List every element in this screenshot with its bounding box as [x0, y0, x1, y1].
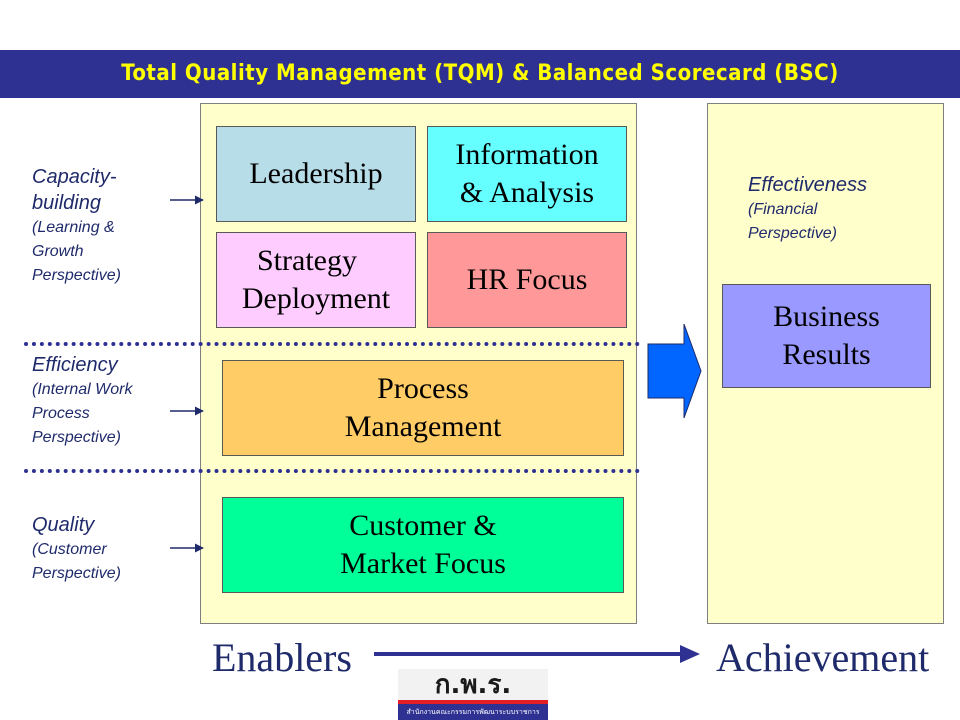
- separator-line-lower: [24, 469, 640, 473]
- capacity-main-line1: Capacity-: [32, 166, 117, 188]
- enablers-label: Enablers: [212, 635, 352, 680]
- logo-letters: ก.พ.ร.: [434, 670, 512, 700]
- quality-sub-line2: Perspective): [32, 565, 121, 582]
- strategy-label-line1: Strategy: [257, 244, 357, 277]
- efficiency-sub-line1: (Internal Work: [32, 381, 133, 398]
- process-label-line2: Management: [344, 410, 502, 443]
- strategy-label-line2: Deployment: [241, 282, 391, 315]
- capacity-sub-line1: (Learning &: [32, 219, 115, 236]
- title-bar: [0, 50, 960, 98]
- business-results-box: Business Results: [722, 284, 931, 388]
- separator-line-upper: [24, 342, 640, 346]
- process-label-line1: Process: [377, 372, 469, 405]
- opdc-logo: ก.พ.ร. สำนักงานคณะกรรมการพัฒนาระบบราชการ: [398, 669, 548, 720]
- efficiency-label: Efficiency (Internal Work Process Perspe…: [32, 352, 202, 450]
- leadership-box: Leadership: [216, 126, 416, 222]
- customer-label-line1: Customer &: [349, 509, 497, 542]
- block-arrow: [647, 323, 702, 419]
- logo-caption-band: สำนักงานคณะกรรมการพัฒนาระบบราชการ: [398, 704, 548, 720]
- customer-market-box: Customer & Market Focus: [222, 497, 624, 593]
- hr-focus-box: HR Focus: [427, 232, 627, 328]
- quality-main: Quality: [32, 514, 95, 536]
- achievement-label: Achievement: [716, 635, 930, 680]
- business-label-line1: Business: [773, 300, 880, 333]
- effectiveness-main: Effectiveness: [748, 174, 867, 196]
- quality-label: Quality (Customer Perspective): [32, 512, 202, 586]
- efficiency-main: Efficiency: [32, 354, 118, 376]
- logo-caption: สำนักงานคณะกรรมการพัฒนาระบบราชการ: [406, 708, 540, 716]
- hr-focus-label: HR Focus: [466, 263, 588, 296]
- capacity-building-label: Capacity- building (Learning & Growth Pe…: [32, 164, 202, 288]
- capacity-main-line2: building: [32, 192, 101, 214]
- process-management-box: Process Management: [222, 360, 624, 456]
- page-title: Total Quality Management (TQM) & Balance…: [121, 61, 839, 86]
- logo-red-stripe: [398, 700, 548, 704]
- efficiency-sub-line3: Perspective): [32, 429, 121, 446]
- information-label-line2: & Analysis: [459, 176, 595, 209]
- capacity-sub-line3: Perspective): [32, 267, 121, 284]
- capacity-sub-line2: Growth: [32, 243, 84, 260]
- enablers-arrow-head: [680, 645, 700, 663]
- effectiveness-sub-line1: (Financial: [748, 201, 818, 218]
- business-label-line2: Results: [782, 338, 871, 371]
- leadership-label: Leadership: [249, 157, 383, 190]
- efficiency-sub-line2: Process: [32, 405, 90, 422]
- effectiveness-sub-line2: Perspective): [748, 225, 837, 242]
- customer-label-line2: Market Focus: [340, 547, 506, 580]
- quality-sub-line1: (Customer: [32, 541, 107, 558]
- strategy-deployment-box: Strategy Deployment: [216, 232, 416, 328]
- information-label-line1: Information: [455, 138, 599, 171]
- information-analysis-box: Information & Analysis: [427, 126, 627, 222]
- effectiveness-label: Effectiveness (Financial Perspective): [748, 172, 938, 246]
